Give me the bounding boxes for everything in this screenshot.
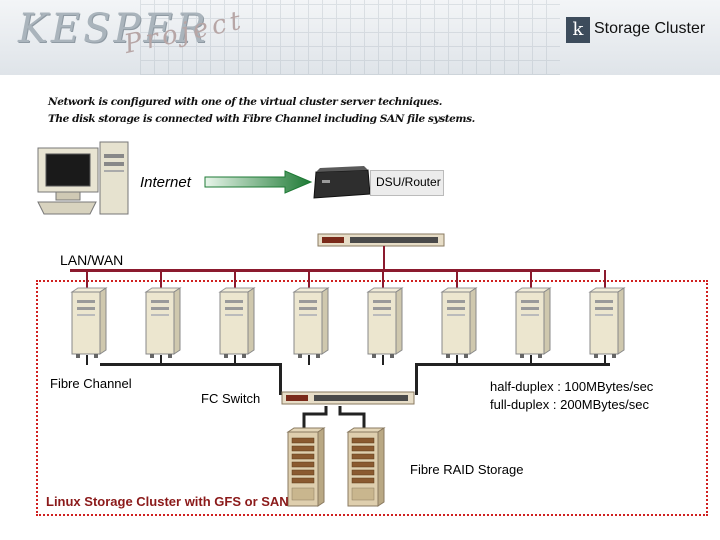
fc-drop-wire <box>308 355 310 365</box>
fibre-channel-label: Fibre Channel <box>50 376 132 391</box>
cluster-caption: Linux Storage Cluster with GFS or SAN <box>46 494 289 509</box>
raid-storage-icon <box>346 427 386 507</box>
lan-bus-line <box>70 269 600 272</box>
fc-drop-wire <box>86 355 88 365</box>
router-label: DSU/Router <box>376 175 441 189</box>
fc-drop-wire <box>382 355 384 365</box>
lan-drop-wire <box>86 270 88 290</box>
internet-label: Internet <box>140 174 191 191</box>
raid-storage-label: Fibre RAID Storage <box>410 462 524 477</box>
lan-drop-wire <box>234 270 236 290</box>
raid-storage-icon <box>286 427 326 507</box>
lan-uplink-wire <box>383 246 385 270</box>
connection-arrow-icon <box>204 170 313 194</box>
logo-kesper: KESPER <box>18 6 209 52</box>
kesper-icon: k <box>566 17 590 43</box>
lan-drop-wire <box>604 270 606 290</box>
network-switch-icon <box>317 233 445 247</box>
desktop-computer-icon <box>37 141 129 215</box>
server-tower-icon <box>514 287 552 358</box>
fc-switch-label: FC Switch <box>201 391 261 406</box>
fc-drop-wire <box>456 355 458 365</box>
lan-drop-wire <box>160 270 162 290</box>
page-title: Storage Cluster <box>594 20 706 37</box>
lan-drop-wire <box>308 270 310 290</box>
cluster-boundary <box>36 280 708 516</box>
server-tower-icon <box>218 287 256 358</box>
header-banner: KESPER Project k Storage Cluster <box>0 0 720 75</box>
fc-drop-wire <box>234 355 236 365</box>
fc-switch-icon <box>281 391 415 405</box>
fc-drop-left <box>279 363 282 395</box>
intro-line-2: The disk storage is connected with Fibre… <box>48 113 475 125</box>
fc-bus-left <box>100 363 281 366</box>
fc-drop-wire <box>160 355 162 365</box>
fc-drop-right <box>415 363 418 395</box>
server-tower-icon <box>144 287 182 358</box>
lan-drop-wire <box>382 270 384 290</box>
server-tower-icon <box>588 287 626 358</box>
duplex-full-label: full-duplex : 200MBytes/sec <box>490 397 649 412</box>
intro-line-1: Network is configured with one of the vi… <box>48 96 442 108</box>
duplex-half-label: half-duplex : 100MBytes/sec <box>490 379 654 394</box>
lan-wan-label: LAN/WAN <box>60 252 124 268</box>
server-tower-icon <box>440 287 478 358</box>
server-tower-icon <box>292 287 330 358</box>
router-label-box <box>370 170 444 196</box>
server-tower-icon <box>70 287 108 358</box>
server-tower-icon <box>366 287 404 358</box>
banner-pattern <box>140 0 560 75</box>
lan-drop-wire <box>456 270 458 290</box>
fc-bus-right <box>417 363 610 366</box>
fc-drop-wire <box>530 355 532 365</box>
lan-drop-wire <box>530 270 532 290</box>
fc-drop-wire <box>604 355 606 365</box>
